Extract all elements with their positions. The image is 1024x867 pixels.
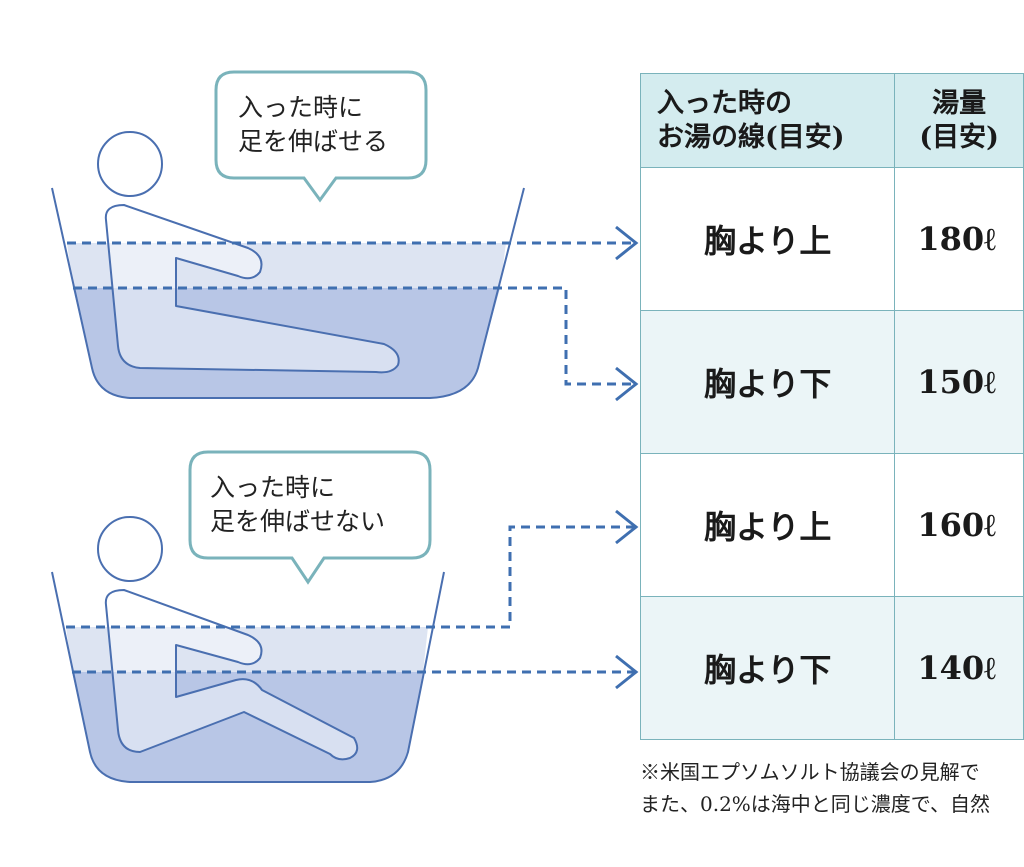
arrow-head-row-2 xyxy=(615,366,639,402)
speech-bubble-2 xyxy=(188,450,432,585)
person-body xyxy=(104,204,400,374)
bubble-1-line-2: 足を伸ばせる xyxy=(238,127,389,156)
arrow-line-row-3 xyxy=(66,525,634,629)
water-volume-cell: 150ℓ xyxy=(894,310,1024,454)
table-row: 胸より下 150ℓ xyxy=(639,310,1024,454)
water-level-cell: 胸より下 xyxy=(639,596,896,740)
water-volume-cell: 180ℓ xyxy=(894,167,1024,311)
arrow-head-row-3 xyxy=(615,509,639,545)
table-header-row: 入った時の お湯の線(目安) 湯量 (目安) xyxy=(639,73,1024,168)
dashed-arrows xyxy=(66,241,634,674)
water-volume-cell: 140ℓ xyxy=(894,596,1024,740)
water-upper-layer xyxy=(66,627,428,672)
bubble-1-line-1: 入った時に xyxy=(238,93,364,122)
water-volume-table: 入った時の お湯の線(目安) 湯量 (目安) 胸より上 180ℓ 胸より下 15… xyxy=(639,73,1024,740)
tub-outline xyxy=(51,571,445,783)
header-water-volume: 湯量 (目安) xyxy=(894,73,1024,168)
person-sitting-bent xyxy=(97,516,359,761)
footnote-line-1: ※米国エプソムソルト協議会の見解で xyxy=(640,760,980,784)
water-volume-cell: 160ℓ xyxy=(894,453,1024,597)
bubble-2-line-1: 入った時に xyxy=(210,473,336,502)
person-sitting-stretch xyxy=(97,131,400,374)
arrow-heads xyxy=(615,225,639,690)
person-head xyxy=(97,516,163,582)
bubble-2-line-2: 足を伸ばせない xyxy=(210,507,386,536)
bathtub-bent xyxy=(51,516,445,783)
speech-bubble-1 xyxy=(214,70,428,203)
person-head xyxy=(97,131,163,197)
footnote-line-2: また、0.2%は海中と同じ濃度で、自然 xyxy=(640,792,991,816)
table-row: 胸より上 180ℓ xyxy=(639,167,1024,311)
water-lower-layer xyxy=(72,672,423,782)
water-level-cell: 胸より上 xyxy=(639,167,896,311)
bathtub-stretch xyxy=(51,131,525,399)
water-level-cell: 胸より下 xyxy=(639,310,896,454)
arrow-line-row-2 xyxy=(73,286,634,386)
tub-outline xyxy=(51,187,525,399)
arrow-head-row-1 xyxy=(615,225,639,261)
bubble-2-text: 入った時に 足を伸ばせない xyxy=(210,471,385,539)
table-row: 胸より下 140ℓ xyxy=(639,596,1024,740)
water-level-cell: 胸より上 xyxy=(639,453,896,597)
bubble-1-text: 入った時に 足を伸ばせる xyxy=(238,91,388,159)
arrow-head-row-4 xyxy=(615,654,639,690)
person-body xyxy=(104,589,359,761)
header-water-line: 入った時の お湯の線(目安) xyxy=(639,73,896,168)
table-row: 胸より上 160ℓ xyxy=(639,453,1024,597)
